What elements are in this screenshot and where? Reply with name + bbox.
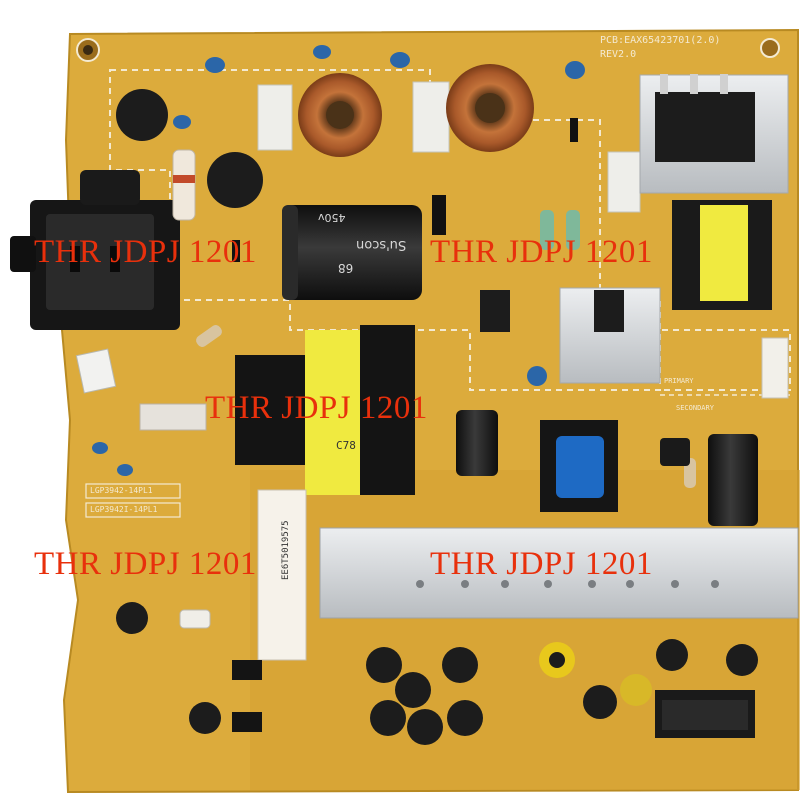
qc-sticker xyxy=(75,348,117,394)
mounting-hole xyxy=(760,38,780,58)
electrolytic-capacitor xyxy=(395,672,431,708)
electrolytic-capacitor xyxy=(447,700,483,736)
pcb-code-text: PCB:EAX65423701(2.0) xyxy=(600,35,721,46)
ac-inlet-socket xyxy=(46,214,154,310)
y-capacitor xyxy=(205,57,225,73)
y-capacitor xyxy=(173,115,191,129)
optocoupler xyxy=(232,660,262,680)
cap-brand: Su'scon xyxy=(356,237,407,252)
electrolytic-capacitor xyxy=(116,602,148,634)
output-connector-socket xyxy=(662,700,748,730)
y-capacitor xyxy=(565,61,585,79)
ac-inlet-top xyxy=(80,170,140,205)
electrolytic-capacitor xyxy=(708,434,758,526)
electrolytic-capacitor xyxy=(366,647,402,683)
watermark-text: THR JDPJ 1201 xyxy=(34,234,257,270)
electrolytic-capacitor xyxy=(407,709,443,745)
serial-label-sticker xyxy=(257,489,307,661)
model-label-1: LGP3942-14PL1 xyxy=(90,486,153,495)
watermark-text: THR JDPJ 1201 xyxy=(430,546,653,582)
resistor xyxy=(196,325,222,347)
y-capacitor xyxy=(313,45,331,59)
secondary-label: SECONDARY xyxy=(676,404,714,412)
serial-number: EE6T5019575 xyxy=(281,520,291,580)
output-choke-center xyxy=(549,652,565,668)
watermark-text: THR JDPJ 1201 xyxy=(430,234,653,270)
film-capacitor xyxy=(257,84,293,151)
mosfet xyxy=(480,290,510,332)
connector xyxy=(761,337,789,399)
secondary-zone-outline xyxy=(640,329,791,391)
film-capacitor xyxy=(412,81,450,153)
primary-zone-outline xyxy=(109,69,661,391)
film-capacitor xyxy=(607,151,641,213)
model-label-box xyxy=(85,483,181,499)
heatsink-screw xyxy=(544,580,552,588)
optocoupler xyxy=(232,712,262,732)
model-label-box xyxy=(85,502,181,518)
heatsink-screw xyxy=(501,580,509,588)
ac-inlet-latch xyxy=(10,236,36,272)
y-capacitor xyxy=(390,52,410,68)
primary-label: PRIMARY xyxy=(664,377,694,385)
toroid-core xyxy=(475,93,505,123)
heatsink-screw xyxy=(416,580,424,588)
y-capacitor xyxy=(527,366,547,386)
bulk-capacitor xyxy=(282,205,422,300)
electrolytic-capacitor xyxy=(370,700,406,736)
electrolytic-capacitor xyxy=(656,639,688,671)
toroid-core xyxy=(326,101,354,129)
revision-text: REV2.0 xyxy=(600,49,637,60)
film-capacitor xyxy=(179,609,211,629)
bridge-rectifier xyxy=(655,92,755,162)
pin xyxy=(690,74,698,94)
pin xyxy=(720,74,728,94)
diode xyxy=(432,195,446,235)
fuse xyxy=(172,149,196,221)
model-label-2: LGP3942I-14PL1 xyxy=(90,505,158,514)
film-capacitor xyxy=(139,403,207,431)
electrolytic-capacitor xyxy=(442,647,478,683)
inductor-bobbin xyxy=(556,436,604,498)
transformer-tape xyxy=(700,205,748,301)
ac-pin xyxy=(110,246,120,272)
watermark-text: THR JDPJ 1201 xyxy=(34,546,257,582)
heatsink-screw xyxy=(461,580,469,588)
diode xyxy=(570,118,578,142)
output-heatsink xyxy=(319,527,799,619)
heatsink-screw xyxy=(588,580,596,588)
mounting-hole-center xyxy=(83,45,93,55)
transformer-label: C78 xyxy=(336,439,356,452)
electrolytic-capacitor xyxy=(660,438,690,466)
varistor xyxy=(116,89,168,141)
mosfet xyxy=(594,290,624,332)
thermistor xyxy=(207,152,263,208)
heatsink-screw xyxy=(671,580,679,588)
resistor xyxy=(540,210,554,250)
heatsink-screw xyxy=(626,580,634,588)
electrolytic-capacitor xyxy=(583,685,617,719)
resistor xyxy=(566,210,580,250)
main-transformer-bobbin xyxy=(360,325,415,495)
fuse-band xyxy=(173,175,195,183)
electrolytic-capacitor xyxy=(456,410,498,476)
cap-rating: 450v xyxy=(318,211,346,224)
main-transformer-tape xyxy=(305,330,360,495)
electrolytic-capacitor xyxy=(726,644,758,676)
y-capacitor xyxy=(92,442,108,454)
bulk-capacitor-end xyxy=(282,205,298,300)
cap-value: 68 xyxy=(338,261,354,275)
ac-pin xyxy=(70,246,80,272)
pin xyxy=(660,74,668,94)
electrolytic-capacitor xyxy=(620,674,652,706)
heatsink-screw xyxy=(711,580,719,588)
watermark-text: THR JDPJ 1201 xyxy=(205,390,428,426)
diode xyxy=(232,240,240,262)
electrolytic-capacitor xyxy=(189,702,221,734)
y-capacitor xyxy=(117,464,133,476)
